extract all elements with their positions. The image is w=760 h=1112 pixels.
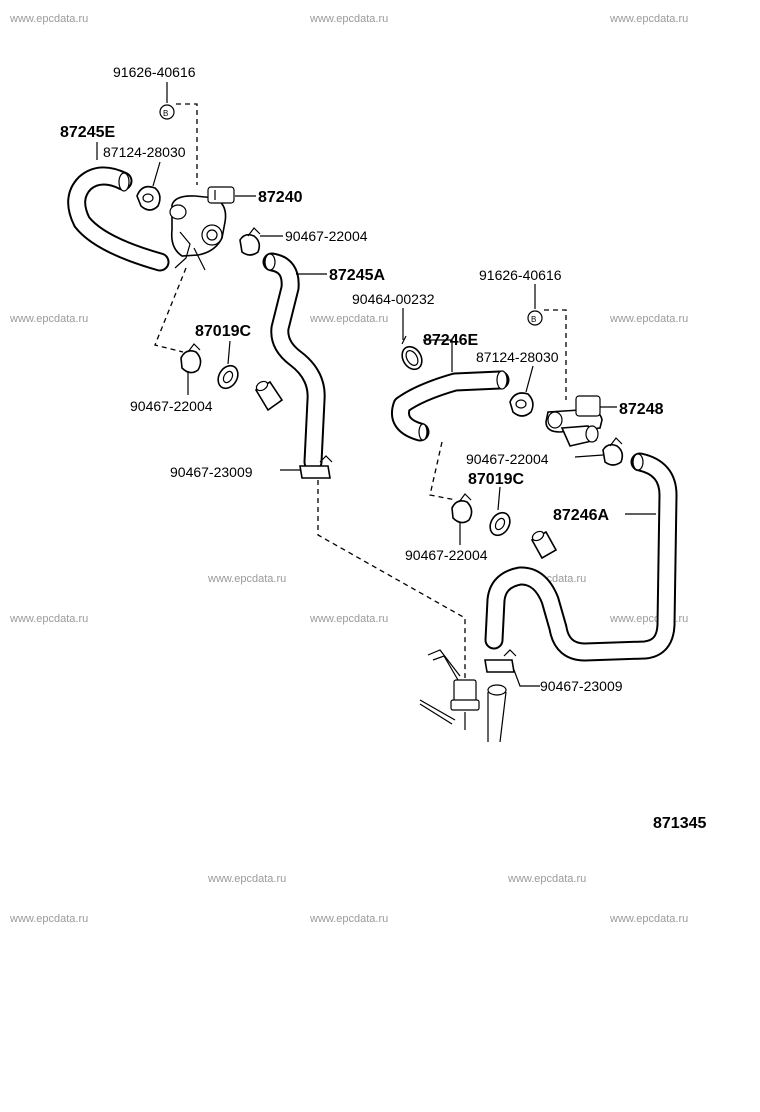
clip-left-top — [239, 227, 283, 256]
label-grommet-left: 87124-28030 — [103, 144, 186, 160]
label-valve-87248: 87248 — [619, 401, 664, 418]
hose-87246e — [391, 339, 510, 442]
svg-text:B: B — [531, 315, 536, 324]
valve-87248 — [545, 395, 617, 447]
watermark: www.epcdata.ru — [207, 573, 286, 585]
seal-left — [217, 340, 239, 390]
watermark: www.epcdata.ru — [9, 313, 88, 325]
seal-right — [489, 486, 511, 537]
valve-87240 — [169, 186, 256, 271]
watermark: www.epcdata.ru — [609, 13, 688, 25]
sleeve-left — [254, 380, 284, 412]
label-clamp-right: 90467-23009 — [540, 678, 623, 694]
label-bolt-left: 91626-40616 — [113, 64, 196, 80]
watermark: www.epcdata.ru — [309, 913, 388, 925]
watermark: www.epcdata.ru — [507, 873, 586, 885]
label-hose-87246a: 87246A — [553, 507, 609, 524]
grommet-right — [509, 365, 534, 417]
label-clip-right-top: 90467-22004 — [466, 451, 549, 467]
watermark: www.epcdata.ru — [309, 13, 388, 25]
grommet-left — [136, 161, 161, 211]
clip-left-bottom — [180, 343, 202, 395]
label-clip-left-top: 90467-22004 — [285, 228, 368, 244]
watermark: www.epcdata.ru — [609, 913, 688, 925]
label-hose-87246e: 87246E — [423, 332, 478, 349]
diagram-code: 871345 — [653, 815, 706, 832]
label-band-right: 90464-00232 — [352, 291, 435, 307]
watermark: www.epcdata.ru — [9, 613, 88, 625]
label-clip-left-bottom: 90467-22004 — [130, 398, 213, 414]
clamp-left — [280, 455, 333, 479]
watermark: www.epcdata.ru — [9, 13, 88, 25]
lower-fitting — [419, 649, 507, 743]
clip-right-bottom — [451, 493, 473, 545]
label-grommet-right: 87124-28030 — [476, 349, 559, 365]
clamp-right — [484, 649, 540, 687]
watermark: www.epcdata.ru — [309, 613, 388, 625]
sleeve-right — [530, 530, 558, 560]
band-90464 — [401, 308, 423, 371]
callout-labels: 91626-40616 87245E 87124-28030 87240 904… — [60, 64, 706, 832]
label-seal-right: 87019C — [468, 471, 524, 488]
hose-87245e — [67, 142, 170, 272]
label-hose-87245e: 87245E — [60, 124, 115, 141]
hose-87245a — [262, 252, 327, 472]
watermark: www.epcdata.ru — [309, 313, 388, 325]
watermark: www.epcdata.ru — [9, 913, 88, 925]
bolt-left: B — [159, 82, 198, 185]
watermark: www.epcdata.ru — [609, 313, 688, 325]
label-bolt-right: 91626-40616 — [479, 267, 562, 283]
watermark: www.epcdata.ru — [609, 613, 688, 625]
label-clamp-left: 90467-23009 — [170, 464, 253, 480]
bolt-right: B — [527, 284, 567, 400]
label-clip-right-bottom: 90467-22004 — [405, 547, 488, 563]
label-seal-left: 87019C — [195, 323, 251, 340]
label-hose-87245a: 87245A — [329, 267, 385, 284]
label-valve-87240: 87240 — [258, 189, 303, 206]
svg-text:B: B — [163, 109, 168, 118]
clip-right-top — [574, 437, 624, 466]
hose-87246a — [484, 452, 678, 662]
watermark: www.epcdata.ru — [207, 873, 286, 885]
